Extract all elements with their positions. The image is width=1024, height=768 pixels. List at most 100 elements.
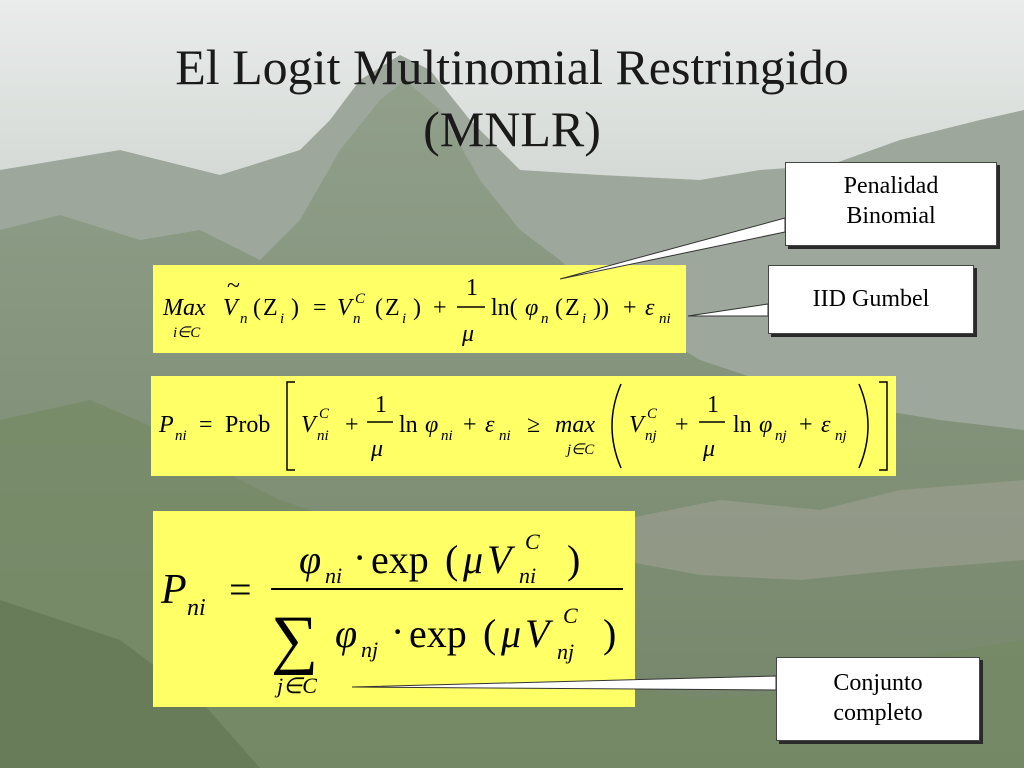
eq3-den-rparen: )	[603, 611, 616, 656]
eq1-sup-c: C	[355, 291, 366, 307]
eq1-lparen-2: (	[375, 295, 383, 321]
eq1-rparen-2: )	[413, 295, 421, 321]
callout-iid-gumbel: IID Gumbel	[768, 265, 974, 334]
slide-title-line1: El Logit Multinomial Restringido	[175, 39, 849, 95]
eq3-num-sup-c: C	[525, 529, 540, 554]
eq3-num-mu: μ	[462, 537, 483, 582]
eq2-max-subscript: j∈C	[565, 442, 595, 458]
eq3-num-phi: φ	[299, 537, 321, 582]
eq1-equals: =	[313, 295, 327, 321]
eq2-plus-1: +	[345, 412, 359, 438]
eq2-sub-ni-1: ni	[317, 428, 329, 444]
eq2-plus-3: +	[675, 412, 689, 438]
eq2-right-bracket	[879, 381, 888, 471]
eq2-max: max	[555, 412, 595, 438]
eq3-num-lparen: (	[445, 537, 458, 582]
eq2-p: P	[158, 412, 174, 438]
callout-conjunto-completo: Conjunto completo	[776, 657, 980, 741]
eq2-sub-ni: ni	[175, 428, 187, 444]
eq1-sub-n-1: n	[240, 311, 248, 327]
eq3-den-exp: exp	[409, 611, 467, 656]
equation-box-probability: P ni = Prob V C ni + 1 μ ln φ ni + ε ni …	[151, 376, 896, 476]
eq1-z-2: Z	[385, 295, 400, 321]
eq2-left-bracket	[286, 381, 295, 471]
callout-penalidad-line1: Penalidad	[843, 173, 939, 199]
eq2-frac-den-1: μ	[370, 436, 383, 462]
eq2-equals: =	[199, 412, 213, 438]
eq2-sup-c-2: C	[647, 406, 658, 422]
eq2-sub-ni-2: ni	[441, 428, 453, 444]
eq2-v-1: V	[301, 412, 318, 438]
eq3-den-dot: ·	[391, 609, 404, 654]
eq1-sub-n-3: n	[541, 311, 549, 327]
eq3-p: P	[160, 567, 187, 613]
eq3-den-lparen: (	[483, 611, 496, 656]
eq2-ln-1: ln	[399, 412, 418, 438]
eq3-equals: =	[229, 567, 252, 612]
eq2-eps-2: ε	[821, 412, 831, 438]
eq3-num-exp: exp	[371, 537, 429, 582]
eq2-sub-ni-3: ni	[499, 428, 511, 444]
eq3-num-sub-ni: ni	[325, 563, 342, 588]
eq2-ln-2: ln	[733, 412, 752, 438]
eq1-v-tilde: V	[223, 295, 240, 321]
eq1-sub-ni: ni	[659, 311, 671, 327]
eq1-epsilon: ε	[645, 295, 655, 321]
eq3-den-sup-c: C	[563, 603, 578, 628]
callout-conjunto-line1: Conjunto	[833, 670, 923, 696]
eq1-tilde: ~	[227, 273, 240, 299]
eq3-den-mu: μ	[500, 611, 521, 656]
eq2-eps-1: ε	[485, 412, 495, 438]
callout-penalidad-binomial: Penalidad Binomial	[785, 162, 997, 246]
eq1-z-1: Z	[263, 295, 278, 321]
eq3-num-v: V	[487, 537, 516, 582]
eq2-sub-nj-2: nj	[775, 428, 787, 444]
eq2-frac-den-2: μ	[702, 436, 715, 462]
eq2-frac-num-2: 1	[707, 392, 719, 418]
eq3-sum-subscript: j∈C	[274, 673, 317, 698]
eq3-den-sub-nj-2: nj	[557, 639, 574, 664]
eq2-geq: ≥	[527, 412, 540, 438]
eq1-rparen-1: )	[291, 295, 299, 321]
eq1-plus-2: +	[623, 295, 637, 321]
eq2-v-2: V	[629, 412, 646, 438]
eq2-phi-1: φ	[425, 412, 438, 438]
eq2-plus-4: +	[799, 412, 813, 438]
equation-box-mnlr-probability: P ni = φ ni · exp ( μ V C ni ) ∑ j∈C φ n…	[153, 511, 635, 707]
eq1-sub-i-1: i	[280, 311, 284, 327]
eq1-lparen-3: (	[555, 295, 563, 321]
eq3-sub-ni: ni	[187, 595, 206, 621]
eq1-sub-i-3: i	[582, 311, 586, 327]
eq1-lparen-1: (	[253, 295, 261, 321]
callout-conjunto-line2: completo	[833, 700, 923, 726]
eq1-max-subscript: i∈C	[173, 325, 201, 341]
eq1-z-3: Z	[565, 295, 580, 321]
eq2-sub-nj-1: nj	[645, 428, 657, 444]
eq3-den-phi: φ	[335, 611, 357, 656]
callout-penalidad-line2: Binomial	[846, 203, 936, 229]
slide-title: El Logit Multinomial Restringido (MNLR)	[0, 36, 1024, 160]
eq3-num-rparen: )	[567, 537, 580, 582]
eq1-close-parens: ))	[593, 295, 609, 321]
equation-box-utility: Max i∈C ~ V n ( Z i ) = V C n ( Z i ) + …	[153, 265, 686, 353]
eq3-num-dot: ·	[353, 535, 366, 580]
eq2-prob: Prob	[225, 412, 270, 438]
eq3-num-sub-ni-2: ni	[519, 563, 536, 588]
slide-title-line2: (MNLR)	[423, 101, 601, 157]
eq1-sub-n-2: n	[353, 311, 361, 327]
callout-iid-gumbel-label: IID Gumbel	[812, 286, 930, 312]
eq1-plus-1: +	[433, 295, 447, 321]
eq2-sup-c-1: C	[319, 406, 330, 422]
eq3-den-sub-nj: nj	[361, 637, 378, 662]
eq1-frac-numerator: 1	[466, 275, 478, 301]
eq2-sub-nj-3: nj	[835, 428, 847, 444]
eq2-frac-num-1: 1	[375, 392, 387, 418]
eq2-plus-2: +	[463, 412, 477, 438]
eq2-left-paren	[611, 383, 622, 469]
eq2-right-paren	[858, 383, 869, 469]
eq1-frac-denominator: μ	[461, 321, 474, 347]
eq1-max: Max	[162, 295, 206, 321]
eq3-sum: ∑	[271, 603, 318, 676]
eq1-phi: φ	[525, 295, 538, 321]
eq1-sub-i-2: i	[402, 311, 406, 327]
